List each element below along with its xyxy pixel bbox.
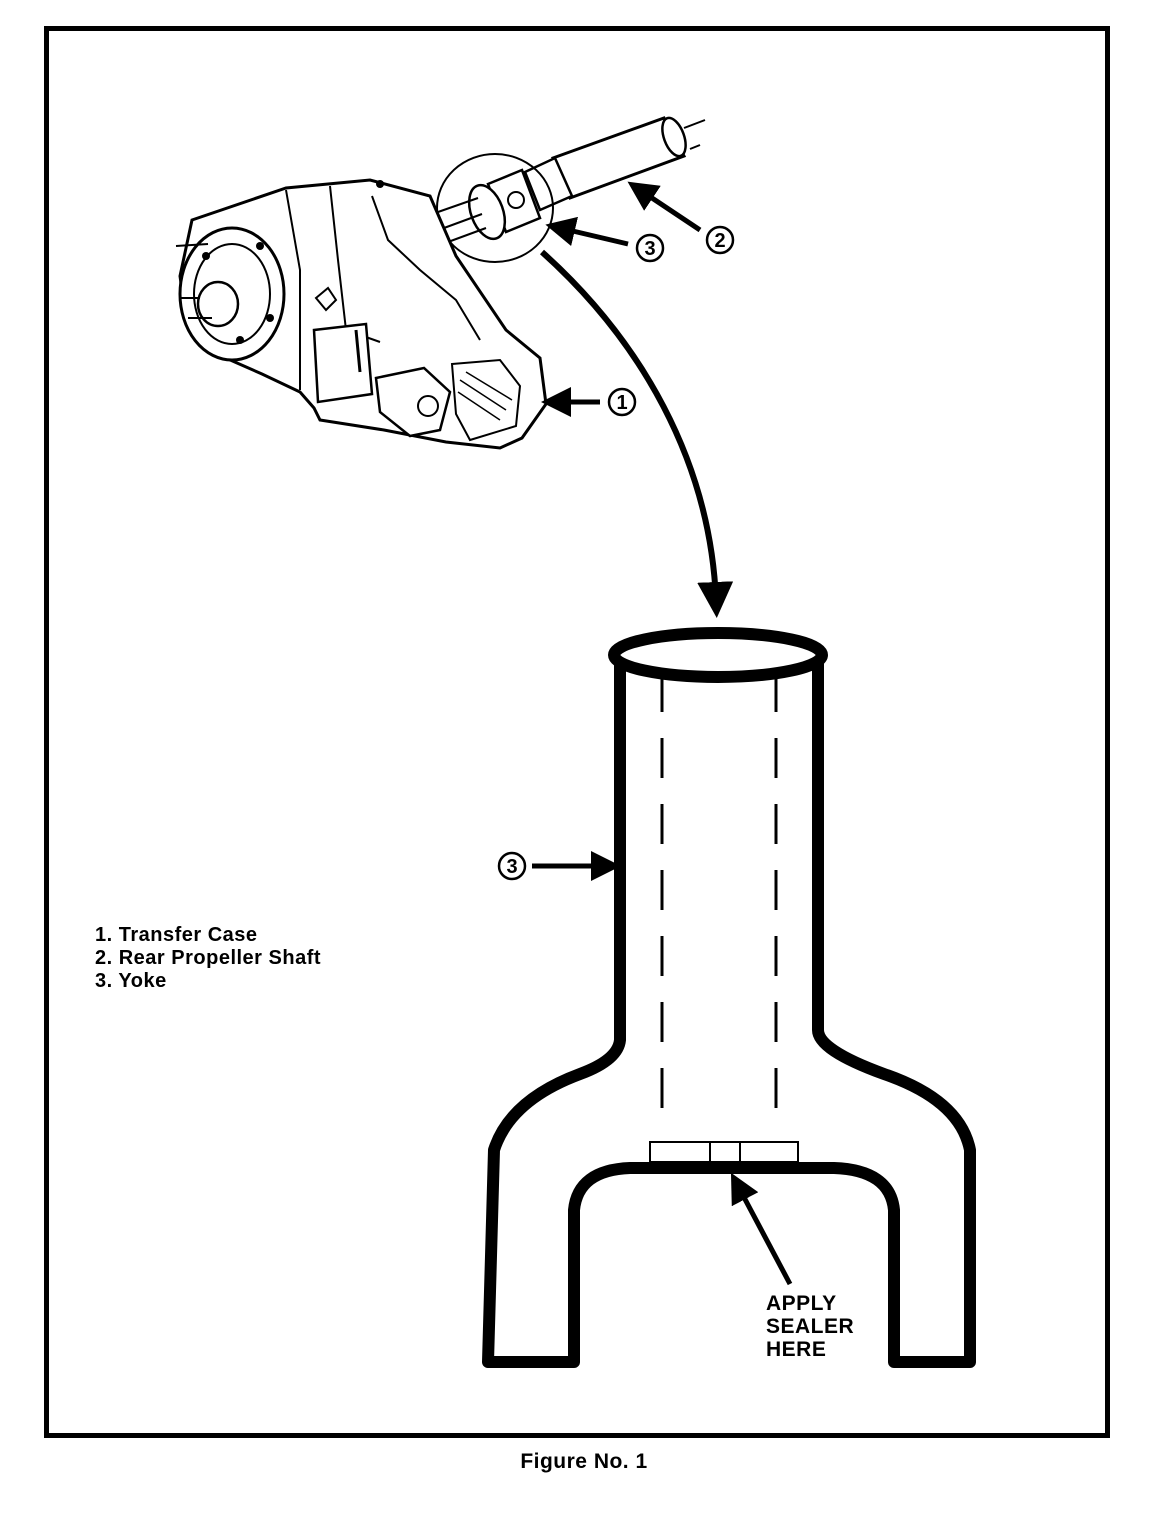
parts-legend: 1. Transfer Case 2. Rear Propeller Shaft… (95, 924, 321, 993)
yoke-enlarged (482, 627, 976, 1368)
sealer-arrow (730, 1172, 793, 1286)
legend-item-transfer-case: 1. Transfer Case (95, 924, 258, 946)
sealer-note-line-1: APPLY (766, 1292, 837, 1315)
enlargement-arrow (539, 249, 734, 618)
legend-item-rear-propeller-shaft: 2. Rear Propeller Shaft (95, 947, 322, 969)
sealer-note: APPLY SEALER HERE (766, 1292, 854, 1361)
sealer-note-line-2: SEALER (766, 1315, 855, 1338)
callout-1-number: 1 (616, 392, 627, 414)
callout-2-number: 2 (714, 230, 725, 252)
callout-3-top: 3 (545, 216, 665, 263)
callout-1: 1 (541, 387, 637, 417)
transfer-case (175, 178, 548, 450)
legend-item-yoke: 3. Yoke (95, 970, 167, 992)
universal-joint (437, 168, 542, 243)
figure-border (44, 26, 1110, 1438)
callout-3-side-number: 3 (506, 856, 517, 878)
callout-2: 2 (627, 181, 735, 255)
yoke-detail-circle (436, 153, 554, 263)
figure-caption: Figure No. 1 (520, 1450, 648, 1473)
sealer-note-line-3: HERE (766, 1338, 827, 1361)
callout-3-side: 3 (497, 851, 621, 881)
callout-3-top-number: 3 (644, 238, 655, 260)
